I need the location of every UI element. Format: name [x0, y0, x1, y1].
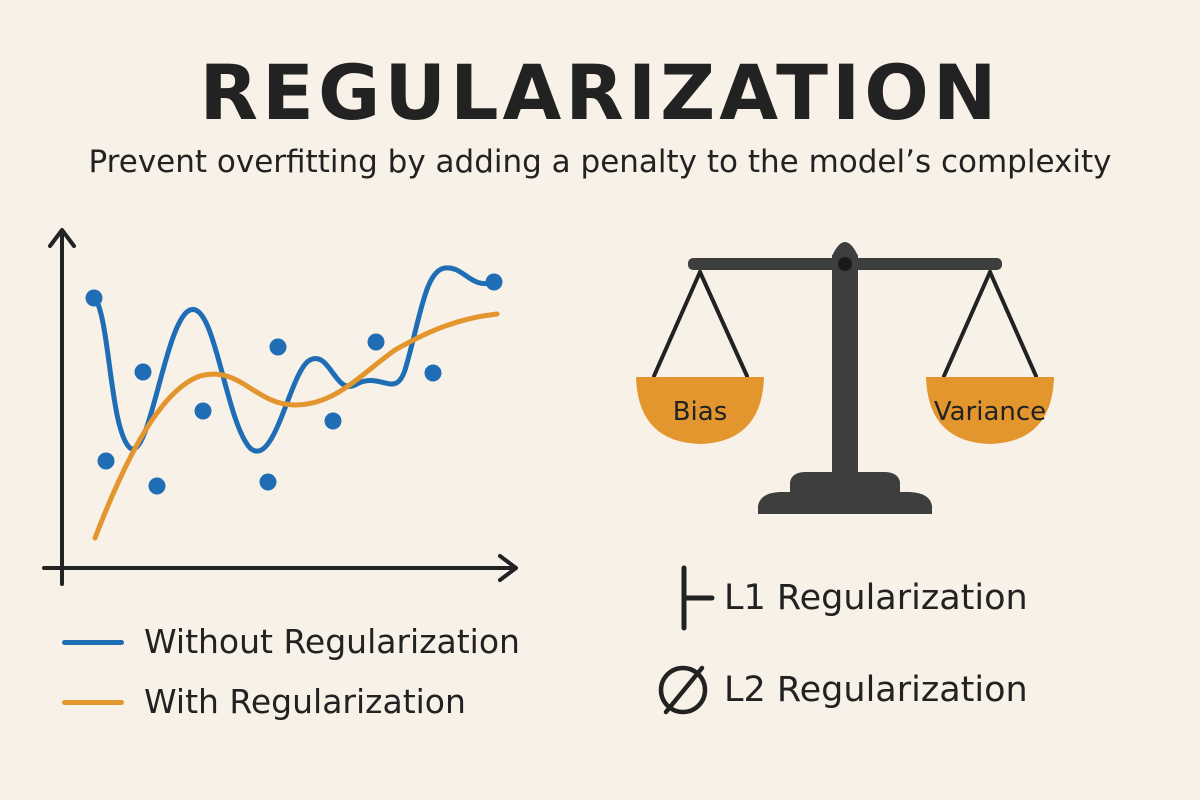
- data-point: [324, 412, 342, 430]
- legend-label: With Regularization: [144, 682, 466, 721]
- data-point: [485, 273, 503, 291]
- l2-regularization-item: L2 Regularization: [706, 665, 1028, 715]
- l2-regularization-label: L2 Regularization: [724, 670, 1028, 710]
- l1-regularization-item: L1 Regularization: [706, 573, 1028, 623]
- legend-swatch-blue: [62, 639, 124, 645]
- data-point: [269, 338, 287, 356]
- bias-label: Bias: [672, 397, 728, 427]
- data-point: [148, 477, 166, 495]
- curve-without-regularization: [92, 265, 498, 454]
- data-point: [134, 363, 152, 381]
- page-subtitle: Prevent overfitting by adding a penalty …: [88, 144, 1112, 180]
- data-point: [85, 289, 103, 307]
- y-axis-arrow-icon: [48, 228, 76, 248]
- bias-pan: [636, 377, 764, 444]
- data-point: [259, 473, 277, 491]
- legend-item-without-regularization: Without Regularization: [62, 620, 520, 664]
- data-point: [97, 452, 115, 470]
- legend-item-with-regularization: With Regularization: [62, 680, 466, 724]
- x-axis-arrow-icon: [498, 554, 518, 582]
- l1-regularization-label: L1 Regularization: [724, 578, 1028, 618]
- page-title: REGULARIZATION: [199, 48, 1001, 137]
- variance-pan: [926, 377, 1054, 444]
- legend-label: Without Regularization: [144, 622, 520, 661]
- l2-circle-slash-icon: [658, 665, 708, 715]
- l1-bar-icon: [681, 565, 715, 631]
- variance-label: Variance: [933, 397, 1047, 427]
- data-point: [367, 333, 385, 351]
- legend-swatch-orange: [62, 699, 124, 705]
- data-point: [194, 402, 212, 420]
- curve-with-regularization: [92, 311, 500, 541]
- data-point: [424, 364, 442, 382]
- balance-scale-icon: [636, 242, 1054, 514]
